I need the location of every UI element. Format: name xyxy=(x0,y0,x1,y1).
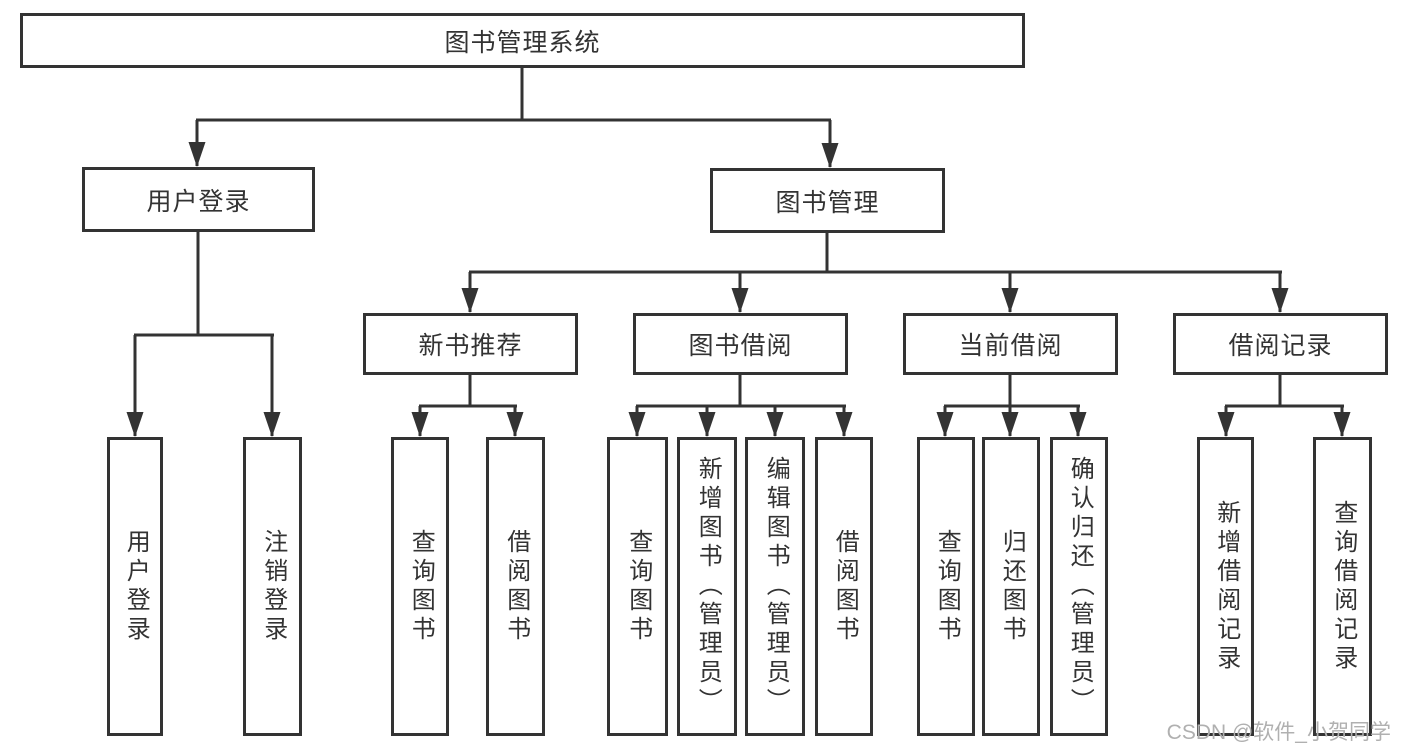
leaf-add-book-admin: 新增图书（管理员） xyxy=(677,437,737,736)
node-new-book-recommend: 新书推荐 xyxy=(363,313,578,375)
leaf-logout: 注销登录 xyxy=(243,437,302,736)
leaf-query-book-2: 查询图书 xyxy=(607,437,668,736)
csdn-watermark: CSDN @软件_小贺同学 xyxy=(1166,721,1391,744)
node-current-borrow: 当前借阅 xyxy=(903,313,1118,375)
leaf-borrow-book-1: 借阅图书 xyxy=(486,437,545,736)
node-book-borrow: 图书借阅 xyxy=(633,313,848,375)
leaf-borrow-book-2: 借阅图书 xyxy=(815,437,873,736)
leaf-user-login: 用户登录 xyxy=(107,437,163,736)
leaf-query-borrow-record: 查询借阅记录 xyxy=(1313,437,1372,736)
node-user-login: 用户登录 xyxy=(82,167,315,232)
leaf-query-book-1: 查询图书 xyxy=(391,437,449,736)
leaf-confirm-return-admin: 确认归还（管理员） xyxy=(1050,437,1108,736)
node-book-management: 图书管理 xyxy=(710,168,945,233)
leaf-edit-book-admin: 编辑图书（管理员） xyxy=(745,437,805,736)
leaf-return-book: 归还图书 xyxy=(982,437,1040,736)
leaf-add-borrow-record: 新增借阅记录 xyxy=(1197,437,1254,736)
node-borrow-record: 借阅记录 xyxy=(1173,313,1388,375)
leaf-query-book-3: 查询图书 xyxy=(917,437,975,736)
node-root: 图书管理系统 xyxy=(20,13,1025,68)
